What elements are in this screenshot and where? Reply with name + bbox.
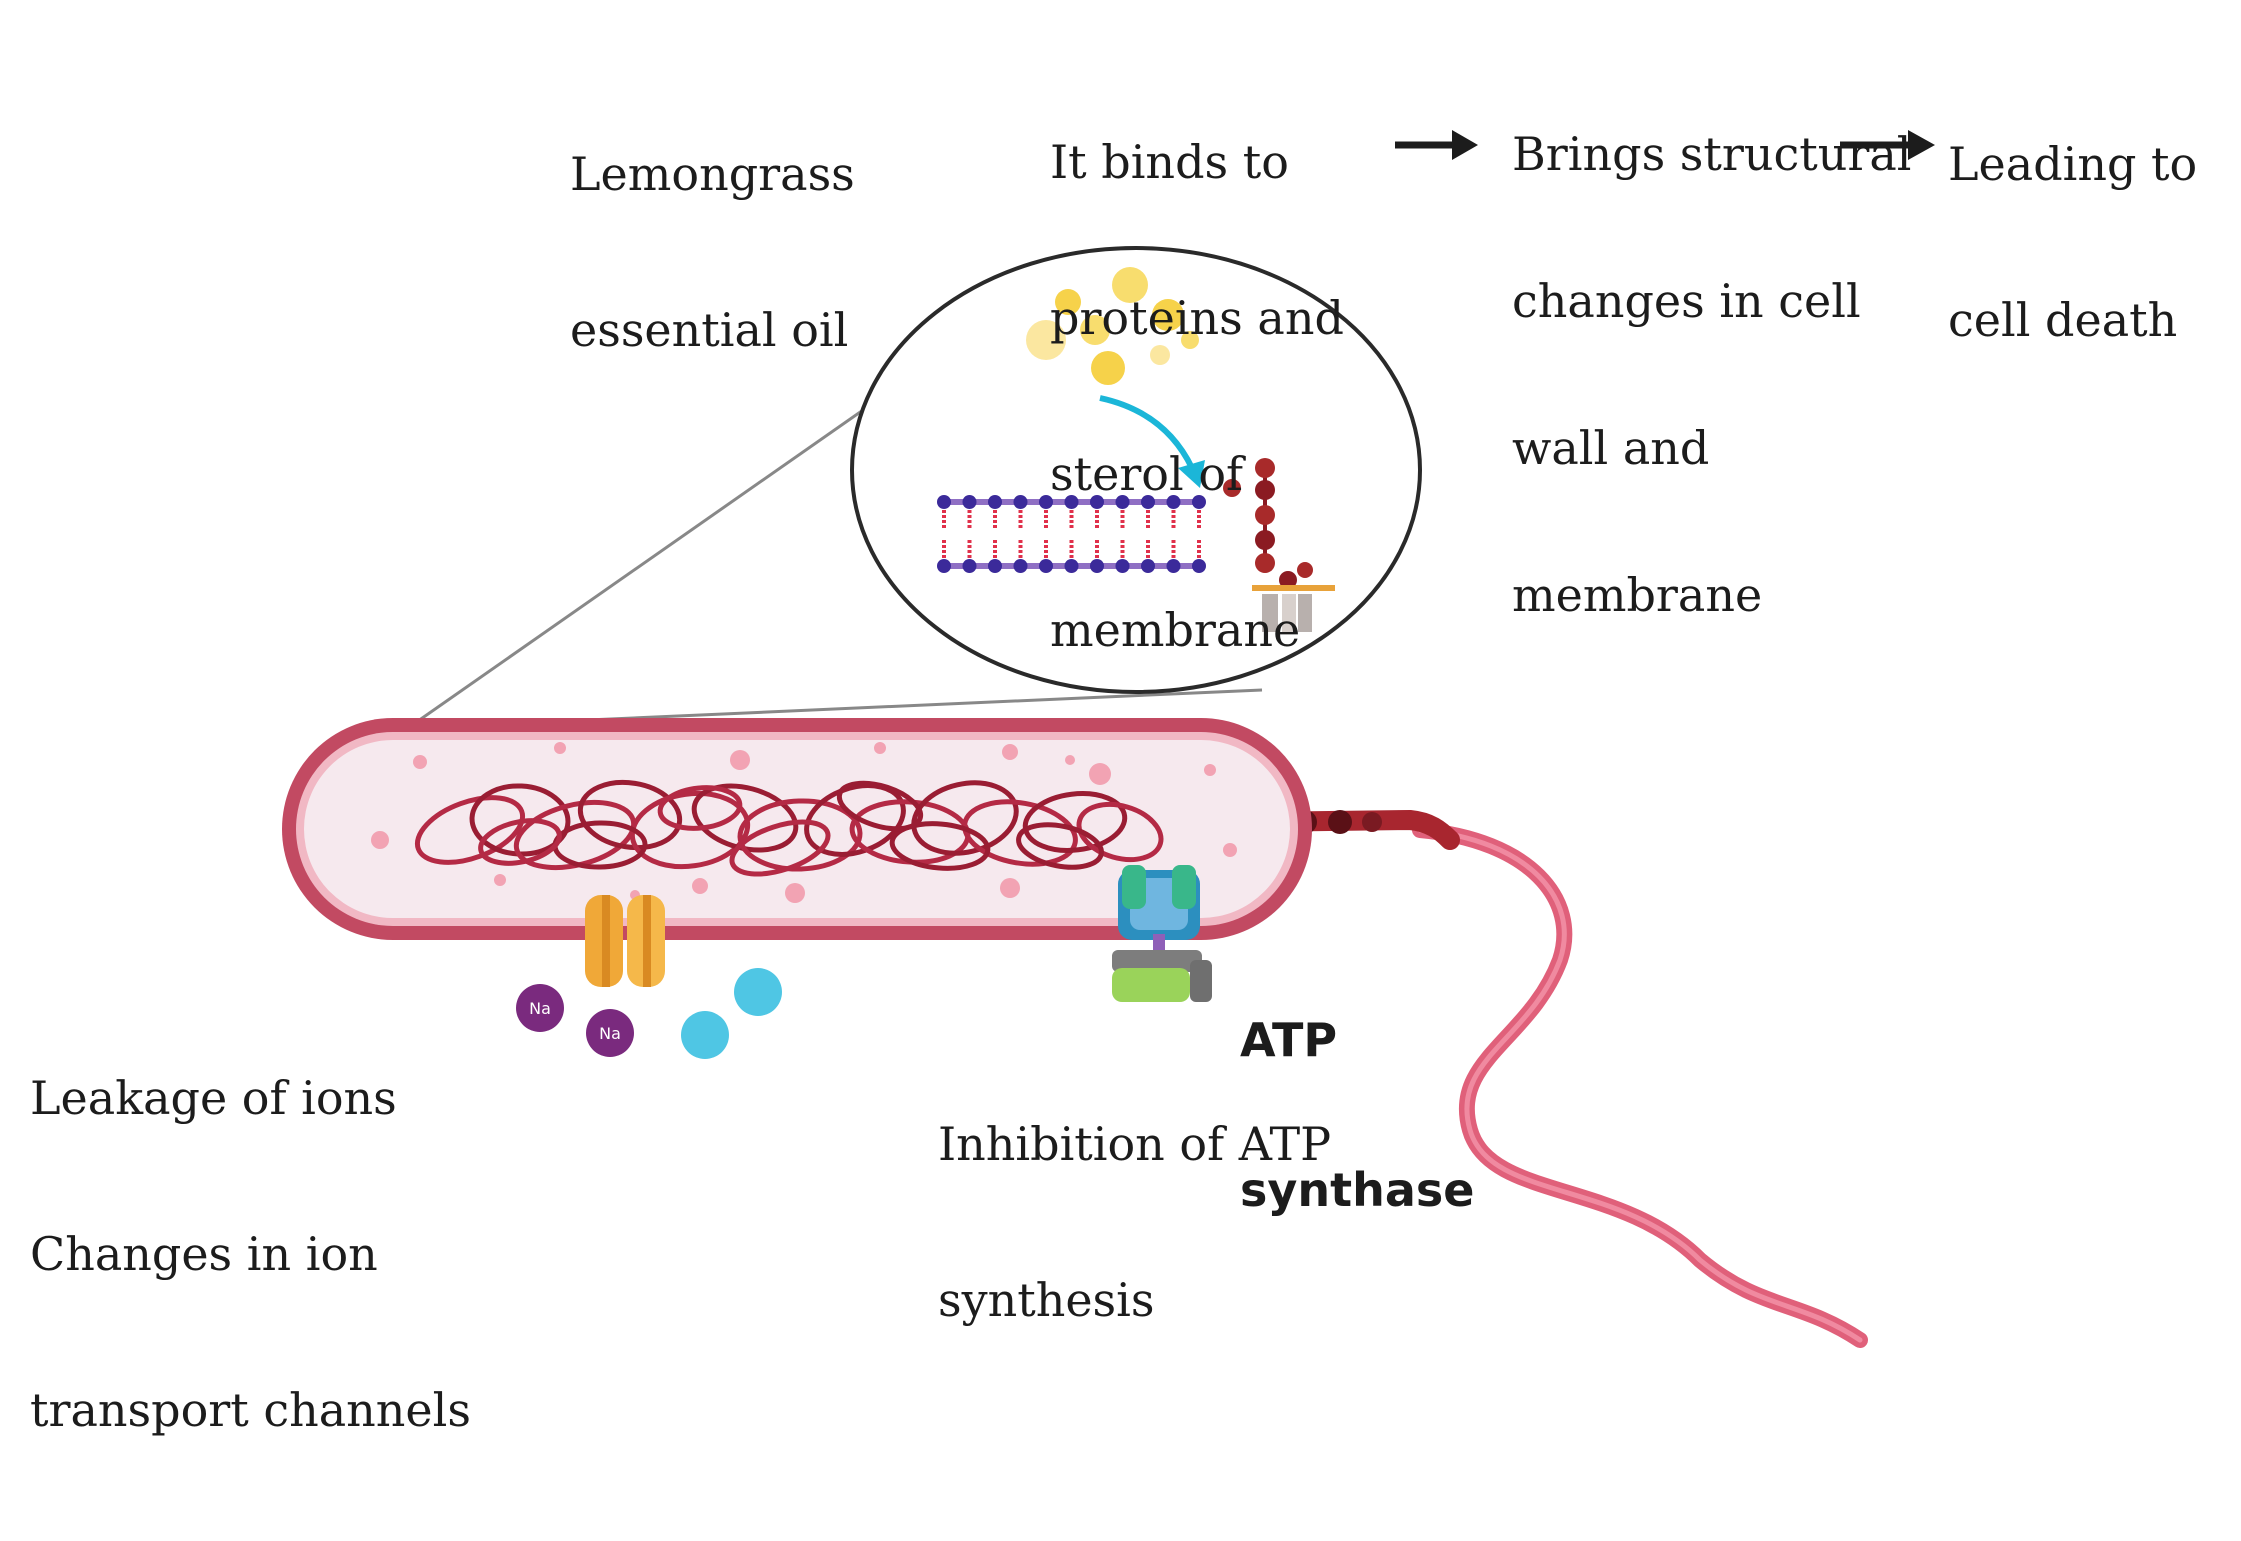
bacterium-icon xyxy=(282,718,1312,940)
lipid-bilayer-icon xyxy=(937,495,1206,573)
oil-label-line-1: Lemongrass xyxy=(570,147,855,201)
step2-line-2: changes in cell xyxy=(1512,274,1861,328)
step3-label: Leading to cell death xyxy=(1948,34,2197,450)
leakage-label: Leakage of ions Changes in ion transport… xyxy=(30,968,471,1540)
inhibition-line-2: synthesis xyxy=(938,1273,1155,1327)
leakage-line-2: Changes in ion xyxy=(30,1227,378,1281)
flow-arrow-1 xyxy=(1395,130,1478,160)
oil-label: Lemongrass essential oil xyxy=(570,44,855,460)
step2-line-4: membrane xyxy=(1512,568,1763,622)
step1-line-1: It binds to xyxy=(1050,135,1289,189)
atp-synthase-label: ATP synthase xyxy=(1240,915,1474,1315)
binding-arrow xyxy=(1099,395,1205,488)
leakage-line-1: Leakage of ions xyxy=(30,1071,397,1125)
step1-label: It binds to proteins and sterol of membr… xyxy=(1050,32,1344,760)
magnified-membrane-view xyxy=(850,246,1422,694)
oil-label-line-2: essential oil xyxy=(570,303,849,357)
atp-synthase-line-1: ATP xyxy=(1240,1013,1338,1067)
ion-label-1: Na xyxy=(529,999,551,1018)
step2-line-1: Brings structural xyxy=(1512,127,1912,181)
leakage-line-3: transport channels xyxy=(30,1383,471,1437)
step1-line-2: proteins and xyxy=(1050,291,1344,345)
step1-line-4: membrane xyxy=(1050,603,1301,657)
inhibition-line-1: Inhibition of ATP xyxy=(938,1117,1332,1171)
oil-droplets-icon xyxy=(1026,267,1199,385)
atp-synthase-icon xyxy=(1112,865,1212,1002)
step1-line-3: sterol of xyxy=(1050,447,1244,501)
ion-channel-icon xyxy=(585,895,665,987)
sodium-ion-icon: Na Na xyxy=(516,968,782,1059)
step3-line-2: cell death xyxy=(1948,293,2178,347)
ion-label-2: Na xyxy=(599,1024,621,1043)
flow-arrow-2 xyxy=(1840,130,1935,160)
step3-line-1: Leading to xyxy=(1948,137,2198,191)
diagram-canvas: Na Na Lemongrass essential oil It binds … xyxy=(30,32,2197,1437)
step2-label: Brings structural changes in cell wall a… xyxy=(1512,32,1912,718)
diagram-graphics: Na Na xyxy=(282,130,1935,1348)
inhibition-label: Inhibition of ATP synthesis xyxy=(938,1014,1331,1430)
membrane-protein-icon xyxy=(1223,458,1335,632)
dna-tangle xyxy=(414,779,1164,877)
atp-synthase-line-2: synthase xyxy=(1240,1163,1475,1217)
step2-line-3: wall and xyxy=(1512,421,1710,475)
